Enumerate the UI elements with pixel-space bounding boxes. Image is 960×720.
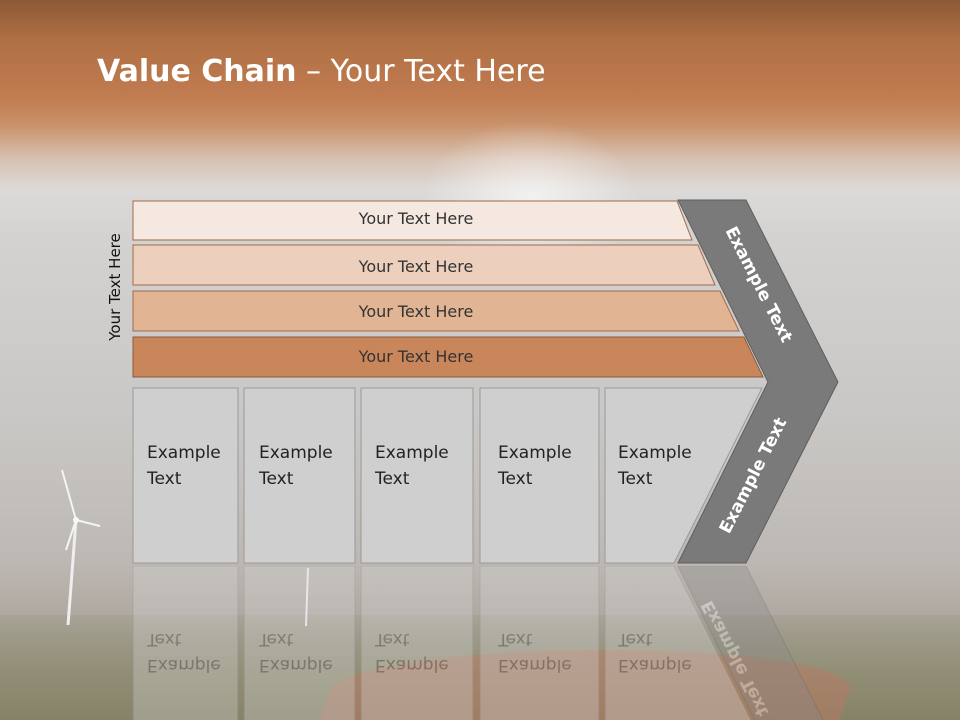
band-2-label: Your Text Here [358, 257, 474, 276]
wind-turbine-small-image [305, 567, 309, 627]
box-3 [360, 387, 474, 564]
reflection-shapes: Example Text [132, 566, 824, 720]
reflection-box-3-line1: Example [375, 655, 449, 675]
reflection-box-1-line1: Example [147, 655, 221, 675]
chevron-arrow [677, 199, 839, 564]
box-4 [479, 387, 600, 564]
ground-background [0, 615, 960, 720]
reflection-box-5-text: Example Text [618, 626, 692, 678]
reflection-box-2-line2: Text [259, 629, 294, 649]
title-bold: Value Chain [97, 54, 297, 89]
box-3-line1: Example [375, 443, 449, 463]
box-2-text: Example Text [259, 440, 333, 492]
band-3-label: Your Text Here [358, 302, 474, 321]
band-1 [132, 200, 693, 241]
band-4-label: Your Text Here [358, 347, 474, 366]
box-1-text: Example Text [147, 440, 221, 492]
reflection-box-5-line1: Example [618, 655, 692, 675]
band-2 [132, 244, 716, 286]
title-rest: – Your Text Here [296, 54, 546, 89]
box-3-line2: Text [375, 469, 410, 489]
reflection-box-4-line2: Text [498, 629, 533, 649]
slide-title: Value Chain – Your Text Here [97, 54, 546, 89]
reflection-box-2-line1: Example [259, 655, 333, 675]
reflection-box-3-line2: Text [375, 629, 410, 649]
box-4-text: Example Text [498, 440, 572, 492]
band-1-label: Your Text Here [358, 209, 474, 228]
box-4-line2: Text [498, 469, 533, 489]
reflection-box-1-line2: Text [147, 629, 182, 649]
reflection-box-2-text: Example Text [259, 626, 333, 678]
reflection-box-3-text: Example Text [375, 626, 449, 678]
box-5-line1: Example [618, 443, 692, 463]
box-3-text: Example Text [375, 440, 449, 492]
box-1 [132, 387, 239, 564]
box-5 [604, 387, 763, 564]
box-5-text: Example Text [618, 440, 692, 492]
reflection-box-5-line2: Text [618, 629, 653, 649]
box-2 [243, 387, 356, 564]
box-2-line2: Text [259, 469, 294, 489]
reflection-box-1-text: Example Text [147, 626, 221, 678]
band-4 [132, 336, 764, 378]
diagram-reflection: Example Text Example Text Example Text E… [0, 566, 960, 720]
reflection-box-4-text: Example Text [498, 626, 572, 678]
box-1-line2: Text [147, 469, 182, 489]
wind-turbine-image [61, 469, 101, 626]
box-4-line1: Example [498, 443, 572, 463]
box-5-line2: Text [618, 469, 653, 489]
band-3 [132, 290, 740, 332]
box-2-line1: Example [259, 443, 333, 463]
reflection-box-4-line1: Example [498, 655, 572, 675]
box-1-line1: Example [147, 443, 221, 463]
